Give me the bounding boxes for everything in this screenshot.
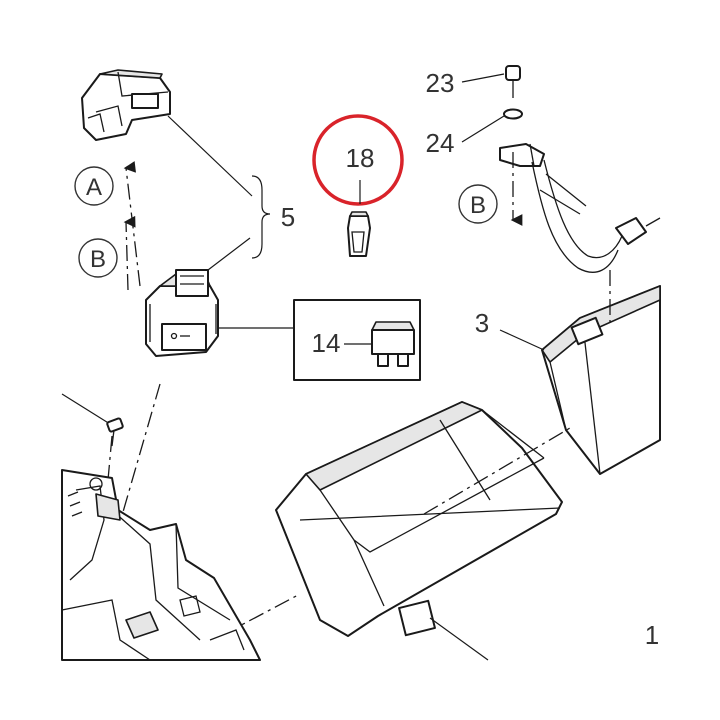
callout-18: 18 [346,143,375,173]
connector-a-circle: A [74,166,114,206]
fuse-box-body-part [145,269,219,357]
callout-5: 5 [281,202,295,232]
assembly-arrow-b [123,215,136,291]
callout-23: 23 [426,68,455,98]
washer-part [503,108,523,120]
assembly-arrow-a [123,161,141,287]
callout-5-brace [251,175,271,259]
connector-b-right-label: B [470,192,486,219]
connector-a-label: A [86,174,102,201]
screw-part [106,417,124,447]
battery-part [541,285,661,475]
callout-24: 24 [426,128,455,158]
highlight-ring [312,114,404,206]
connector-b-right-circle: B [458,184,498,224]
tray-leader [429,617,489,661]
battery-cable-part [499,143,661,273]
blade-fuse-part [371,321,415,367]
callout-1: 1 [645,620,659,650]
screw-leader [61,393,111,425]
centre-line-screw [105,435,113,503]
connector-b-left-circle: B [78,238,118,278]
battery-tray-part [275,401,563,637]
centre-line-mount [197,593,301,649]
fuse-box-cover-part [81,69,171,141]
connector-b-left-label: B [90,246,106,273]
mini-fuse-part [347,211,371,257]
callout-3: 3 [475,308,489,338]
callout-14: 14 [312,328,341,358]
mounting-frame-part [61,469,261,661]
centre-line-fusebox [85,383,161,641]
bolt-part [505,65,521,98]
